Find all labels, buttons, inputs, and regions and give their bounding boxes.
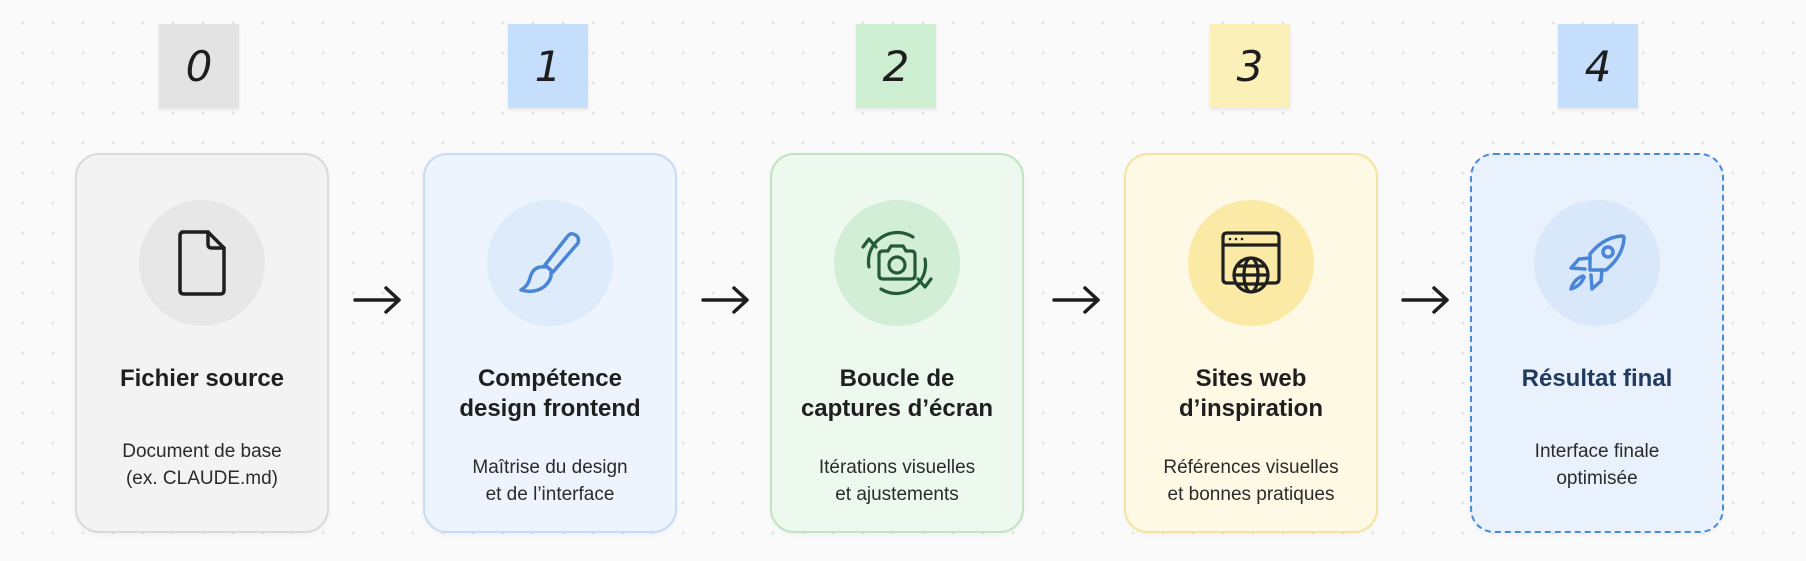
step-title: Compétence design frontend <box>459 365 641 422</box>
web-browser-globe-icon <box>1221 231 1281 294</box>
step-number-badge: 3 <box>1210 24 1290 108</box>
step-number-badge: 1 <box>508 24 588 108</box>
arrow-right-icon <box>1401 286 1449 314</box>
step-title: Sites web d’inspiration <box>1179 365 1323 422</box>
arrow-right-icon <box>701 286 749 314</box>
step-title: Fichier source <box>119 365 285 392</box>
step-number-badge: 4 <box>1558 24 1638 108</box>
step-number-badge: 2 <box>856 24 936 108</box>
paintbrush-icon <box>519 232 581 294</box>
step-title: Boucle de captures d’écran <box>800 365 994 422</box>
icon-circle <box>1534 200 1660 326</box>
icon-circle <box>834 200 960 326</box>
step-card-final-result: Résultat final Interface finale optimisé… <box>1470 153 1724 533</box>
file-icon <box>178 230 226 296</box>
rocket-icon <box>1569 234 1626 291</box>
step-card-inspiration-websites: Sites web d’inspiration Références visue… <box>1124 153 1378 533</box>
step-description: Maîtrise du design et de l’interface <box>472 457 628 505</box>
step-card-screenshot-loop: Boucle de captures d’écran Itérations vi… <box>770 153 1024 533</box>
icon-circle <box>1188 200 1314 326</box>
step-number-badge: 0 <box>159 24 239 108</box>
arrow-right-icon <box>353 286 401 314</box>
step-card-source-file: Fichier source Document de base (ex. CLA… <box>75 153 329 533</box>
step-description: Itérations visuelles et ajustements <box>818 457 976 505</box>
step-card-frontend-design-skill: Compétence design frontend Maîtrise du d… <box>423 153 677 533</box>
step-description: Document de base (ex. CLAUDE.md) <box>122 441 282 489</box>
step-description: Interface finale optimisée <box>1534 441 1660 489</box>
step-title: Résultat final <box>1521 365 1673 392</box>
camera-refresh-icon <box>861 230 933 296</box>
icon-circle <box>487 200 613 326</box>
step-description: Références visuelles et bonnes pratiques <box>1163 457 1339 505</box>
arrow-right-icon <box>1052 286 1100 314</box>
icon-circle <box>139 200 265 326</box>
